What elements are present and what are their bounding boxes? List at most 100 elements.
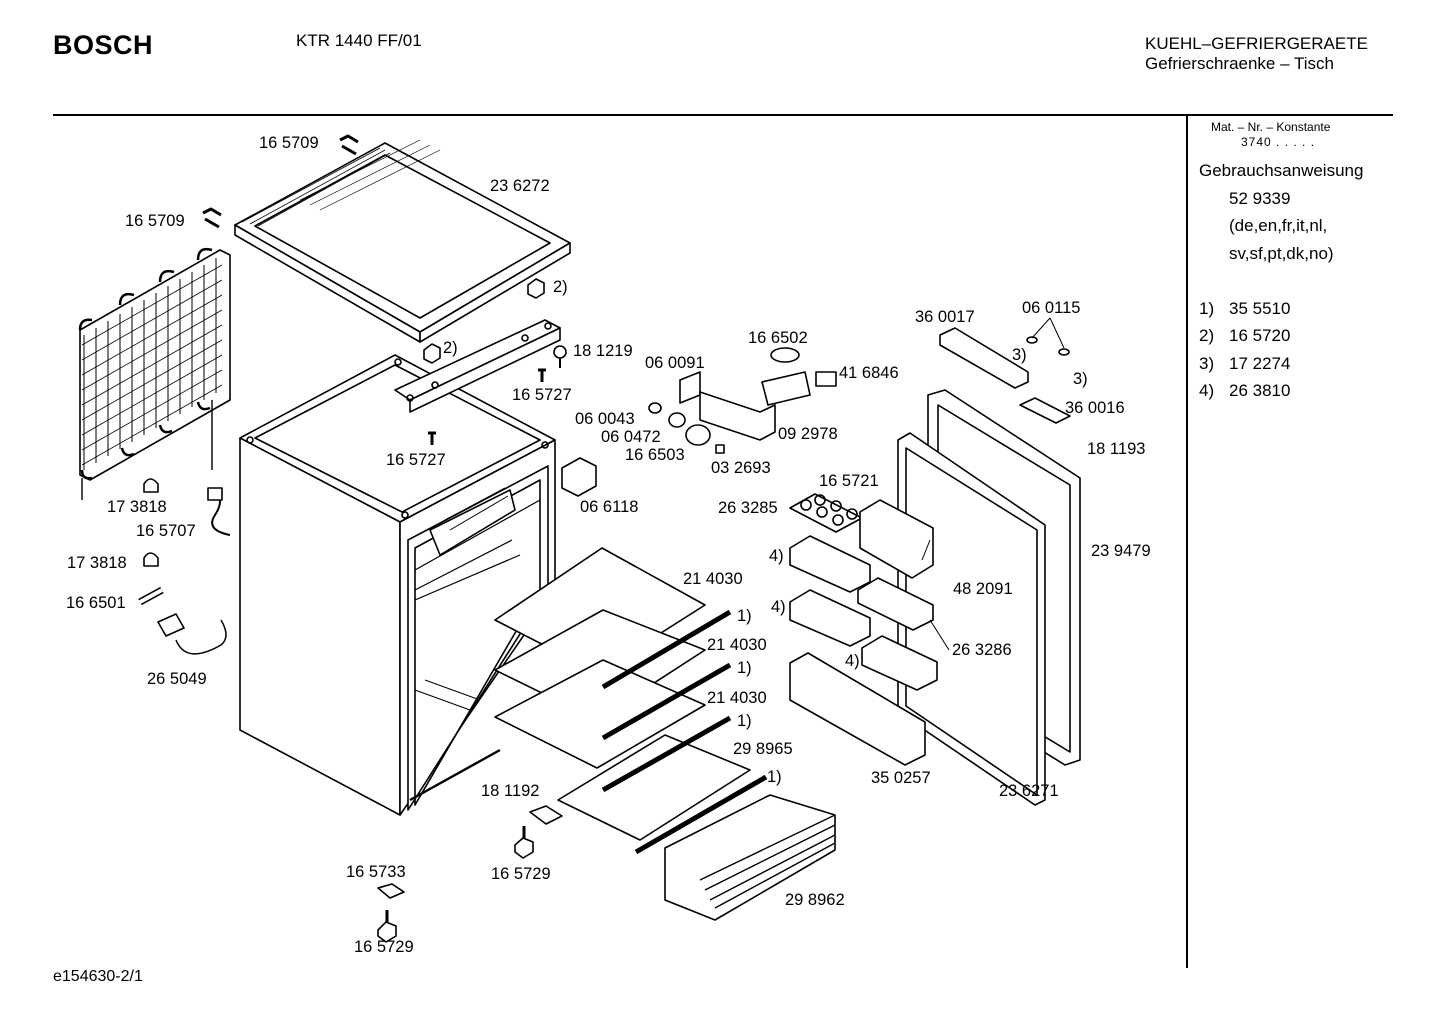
part-label: 26 3285 <box>718 499 778 517</box>
part-label: 1) <box>767 768 782 786</box>
part-label: 16 6503 <box>625 446 685 464</box>
part-label: 06 0091 <box>645 354 705 372</box>
part-label: 4) <box>845 652 860 670</box>
washers <box>1026 336 1070 356</box>
part-label: 1) <box>737 712 752 730</box>
door-hinge-bottom <box>1019 397 1071 424</box>
part-label: 1) <box>737 659 752 677</box>
part-label: 26 5049 <box>147 670 207 688</box>
part-label: 21 4030 <box>707 636 767 654</box>
part-label: 3) <box>1012 346 1027 364</box>
manual-number: 52 9339 <box>1229 189 1291 208</box>
part-label: 26 3286 <box>952 641 1012 659</box>
hinge-cap-a <box>527 278 545 299</box>
clip-a <box>143 478 159 493</box>
note-key: 4) <box>1199 381 1215 400</box>
part-label: 4) <box>769 547 784 565</box>
part-label: 16 6502 <box>748 329 808 347</box>
part-label: 2) <box>553 278 568 296</box>
note-key: 1) <box>1199 299 1215 318</box>
note-value: 35 5510 <box>1229 299 1291 318</box>
header-divider <box>53 114 1393 116</box>
part-label: 48 2091 <box>953 580 1013 598</box>
bracket-066118 <box>561 457 597 497</box>
part-label: 18 1192 <box>481 782 539 800</box>
mat-nr-title: Mat. – Nr. – Konstante <box>1211 120 1331 134</box>
part-label: 18 1219 <box>573 342 633 360</box>
part-label: 4) <box>771 598 786 616</box>
part-label: 06 0115 <box>1022 299 1080 317</box>
part-label: 23 6272 <box>490 177 550 195</box>
screw-mid-a <box>553 345 567 368</box>
note-key: 3) <box>1199 354 1215 373</box>
part-label: 16 5707 <box>136 522 196 540</box>
cable-165707 <box>207 487 231 536</box>
screw-mid-c <box>428 431 436 445</box>
bracket-165733 <box>377 883 405 899</box>
part-label: 35 0257 <box>871 769 931 787</box>
note-value: 26 3810 <box>1229 381 1291 400</box>
part-label: 17 3818 <box>67 554 127 572</box>
condenser-coil <box>78 247 231 500</box>
part-label: 1) <box>737 607 752 625</box>
part-label: 16 5721 <box>819 472 879 490</box>
screw-mid-b <box>538 368 546 382</box>
mains-plug <box>157 613 227 655</box>
part-label: 36 0017 <box>915 308 975 326</box>
part-label: 09 2978 <box>778 425 838 443</box>
door-racks <box>789 535 938 766</box>
egg-tray <box>789 493 863 533</box>
part-label: 29 8962 <box>785 891 845 909</box>
part-label: 23 9479 <box>1091 542 1151 560</box>
part-label: 16 5709 <box>125 212 185 230</box>
door-hinge-top <box>939 327 1029 389</box>
part-label: 21 4030 <box>683 570 743 588</box>
manual-languages-1: (de,en,fr,it,nl, <box>1229 216 1328 235</box>
bracket-181192 <box>529 805 563 825</box>
foot-a <box>514 826 534 859</box>
note-value: 17 2274 <box>1229 354 1291 373</box>
manual-title: Gebrauchsanweisung <box>1199 161 1364 180</box>
screw-top-part <box>339 134 359 156</box>
category-subtitle: Gefrierschraenke – Tisch <box>1145 54 1334 73</box>
part-label: 06 0472 <box>601 428 661 446</box>
manual-languages-2: sv,sf,pt,dk,no) <box>1229 244 1334 263</box>
sleeve-166501 <box>138 586 164 606</box>
part-label: 17 3818 <box>107 498 167 516</box>
clip-b <box>143 552 159 567</box>
part-label: 16 5733 <box>346 863 406 881</box>
sidebar-divider <box>1186 116 1188 968</box>
glass-shelves <box>494 547 768 855</box>
part-label: 16 5709 <box>259 134 319 152</box>
part-label: 3) <box>1073 370 1088 388</box>
top-cover <box>234 139 571 343</box>
part-label: 36 0016 <box>1065 399 1125 417</box>
screw-left-part <box>202 207 222 229</box>
part-label: 23 6271 <box>999 782 1059 800</box>
part-labels: 16 5709 16 5709 23 6272 2) 2) 18 1219 16… <box>66 134 1151 956</box>
crisper-drawer <box>664 794 836 921</box>
part-label: 21 4030 <box>707 689 767 707</box>
part-label: 06 6118 <box>580 498 638 516</box>
part-label: 16 5727 <box>386 451 446 469</box>
part-label: 16 5727 <box>512 386 572 404</box>
hinge-cap-b <box>423 343 441 364</box>
top-hinge-bracket <box>394 319 561 413</box>
thermostat-assembly <box>648 347 837 454</box>
note-key: 2) <box>1199 326 1215 345</box>
note-value: 16 5720 <box>1229 326 1291 345</box>
door-flap <box>859 499 934 579</box>
mat-nr-value: 3740 . . . . . <box>1241 135 1316 149</box>
part-label: 06 0043 <box>575 410 635 428</box>
part-label: 16 5729 <box>354 938 414 956</box>
model-number: KTR 1440 FF/01 <box>296 31 422 50</box>
document-code: e154630-2/1 <box>53 968 143 985</box>
part-label: 03 2693 <box>711 459 771 477</box>
part-label: 2) <box>443 339 458 357</box>
cabinet-body <box>239 354 556 816</box>
part-label: 41 6846 <box>839 364 899 382</box>
part-label: 29 8965 <box>733 740 793 758</box>
brand-logo: BOSCH <box>53 30 154 60</box>
part-label: 18 1193 <box>1087 440 1145 458</box>
